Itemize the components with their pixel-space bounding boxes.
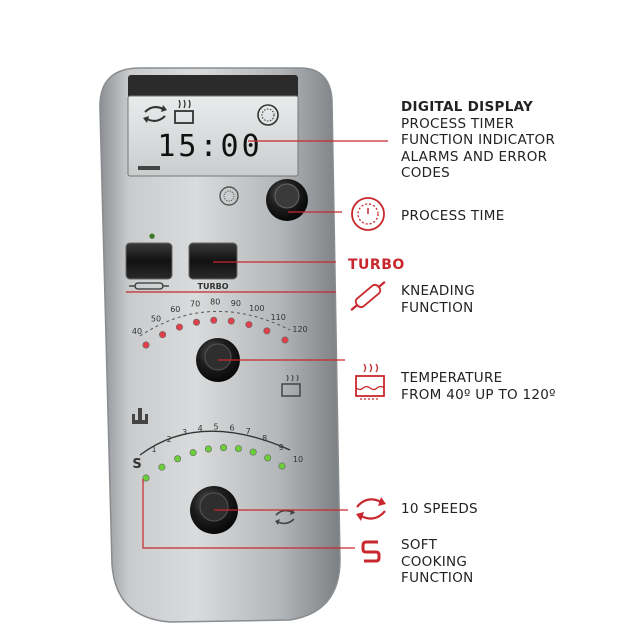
- temperature-led: [192, 318, 200, 326]
- speed-tick-label: 8: [262, 434, 267, 443]
- temperature-led: [175, 323, 183, 331]
- temperature-led: [142, 341, 150, 349]
- svg-text:●: ●: [149, 232, 155, 240]
- speed-led: [278, 462, 286, 470]
- soft-mark: S: [132, 457, 141, 472]
- turbo-button[interactable]: [188, 242, 238, 280]
- soft-cooking-line: SOFT: [401, 537, 438, 553]
- temperature-tick-label: 80: [210, 298, 220, 307]
- temperature-led: [281, 336, 289, 344]
- temperature-arc: [139, 310, 291, 337]
- clock-icon: [257, 104, 279, 126]
- kneading-callout: KNEADING FUNCTION: [401, 283, 475, 316]
- temperature-tick-label: 50: [151, 314, 161, 323]
- soft-cooking-line: FUNCTION: [401, 570, 474, 586]
- speed-tick-label: 4: [198, 424, 203, 433]
- temperature-line: TEMPERATURE: [401, 370, 503, 386]
- speed-led: [234, 445, 242, 453]
- temperature-callout: TEMPERATURE FROM 40º UP TO 120º: [401, 370, 556, 403]
- kneading-button[interactable]: ●: [125, 232, 173, 280]
- turbo-callout: TURBO: [348, 257, 405, 273]
- kneading-rolling-pin-icon: [350, 281, 386, 311]
- temperature-led: [263, 327, 271, 335]
- speed-arc: [139, 430, 291, 456]
- kneading-line: FUNCTION: [401, 299, 474, 316]
- speed-scale: 1 2 3 4 5 6 7 8 9 10: [151, 422, 303, 464]
- whisk-icon: [132, 408, 148, 424]
- digital-display-line: CODES: [401, 165, 451, 181]
- process-time-icon: [351, 197, 385, 231]
- digital-display-callout: DIGITAL DISPLAY PROCESS TIMER FUNCTION I…: [401, 99, 555, 182]
- speed-tick-label: 10: [293, 455, 303, 464]
- process-time-knob[interactable]: [266, 179, 308, 221]
- speed-led: [174, 455, 182, 463]
- soft-cooking-line: COOKING: [401, 553, 468, 570]
- speed-led: [264, 454, 272, 462]
- temperature-tick-label: 90: [231, 299, 241, 308]
- speed-led: [249, 448, 257, 456]
- temperature-led: [159, 331, 167, 339]
- speed-tick-label: 7: [246, 427, 251, 436]
- temperature-scale: 40 50 60 70 80 90 100 110 120: [132, 298, 308, 337]
- temperature-tick-label: 40: [132, 327, 142, 336]
- temperature-tick-label: 70: [190, 300, 200, 309]
- temperature-line: FROM 40º UP TO 120º: [401, 386, 556, 403]
- panel-clock-icon: [219, 186, 239, 206]
- digital-display-title: DIGITAL DISPLAY: [401, 99, 534, 115]
- speed-led: [158, 463, 166, 471]
- speed-tick-label: 3: [182, 428, 187, 437]
- dough-roller-icon: [129, 282, 169, 290]
- speed-tick-label: 6: [229, 423, 234, 432]
- speed-leds: [142, 444, 286, 482]
- speed-led: [204, 445, 212, 453]
- speed-led: [189, 449, 197, 457]
- digital-display-line: ALARMS AND ERROR: [401, 148, 548, 165]
- panel-pot-icon: [281, 374, 301, 397]
- speed-tick-label: 5: [213, 422, 218, 431]
- temperature-led: [227, 317, 235, 325]
- speed-arrows-icon: [143, 105, 167, 123]
- speed-tick-label: 9: [279, 443, 284, 452]
- pot-icon: [174, 99, 194, 124]
- speed-led: [220, 444, 228, 452]
- temperature-tick-label: 60: [170, 305, 180, 314]
- leader-lines: [126, 140, 388, 549]
- process-time-callout: PROCESS TIME: [401, 208, 505, 224]
- temperature-led: [245, 321, 253, 329]
- turbo-button-label: TURBO: [197, 282, 228, 291]
- panel-speed-arrows-icon: [275, 509, 295, 525]
- steaming-pot-icon: [355, 363, 385, 400]
- digital-display-line: PROCESS TIMER: [401, 115, 515, 132]
- temperature-leds: [142, 316, 289, 349]
- temperature-led: [210, 316, 218, 324]
- speed-tick-label: 2: [167, 435, 172, 444]
- kneading-line: KNEADING: [401, 283, 476, 299]
- speed-tick-label: 1: [151, 445, 156, 454]
- soft-s-icon: [361, 540, 381, 563]
- speeds-arrows-icon: [356, 497, 386, 521]
- speeds-callout: 10 SPEEDS: [401, 501, 478, 517]
- speed-led: [142, 474, 150, 482]
- temperature-tick-label: 100: [249, 304, 264, 313]
- digital-display: 15:00: [127, 75, 299, 177]
- digital-display-line: FUNCTION INDICATOR: [401, 132, 556, 148]
- soft-cooking-callout: SOFT COOKING FUNCTION: [401, 537, 474, 587]
- temperature-tick-label: 110: [271, 313, 286, 322]
- timer-readout: 15:00: [157, 129, 262, 164]
- temperature-tick-label: 120: [292, 325, 307, 334]
